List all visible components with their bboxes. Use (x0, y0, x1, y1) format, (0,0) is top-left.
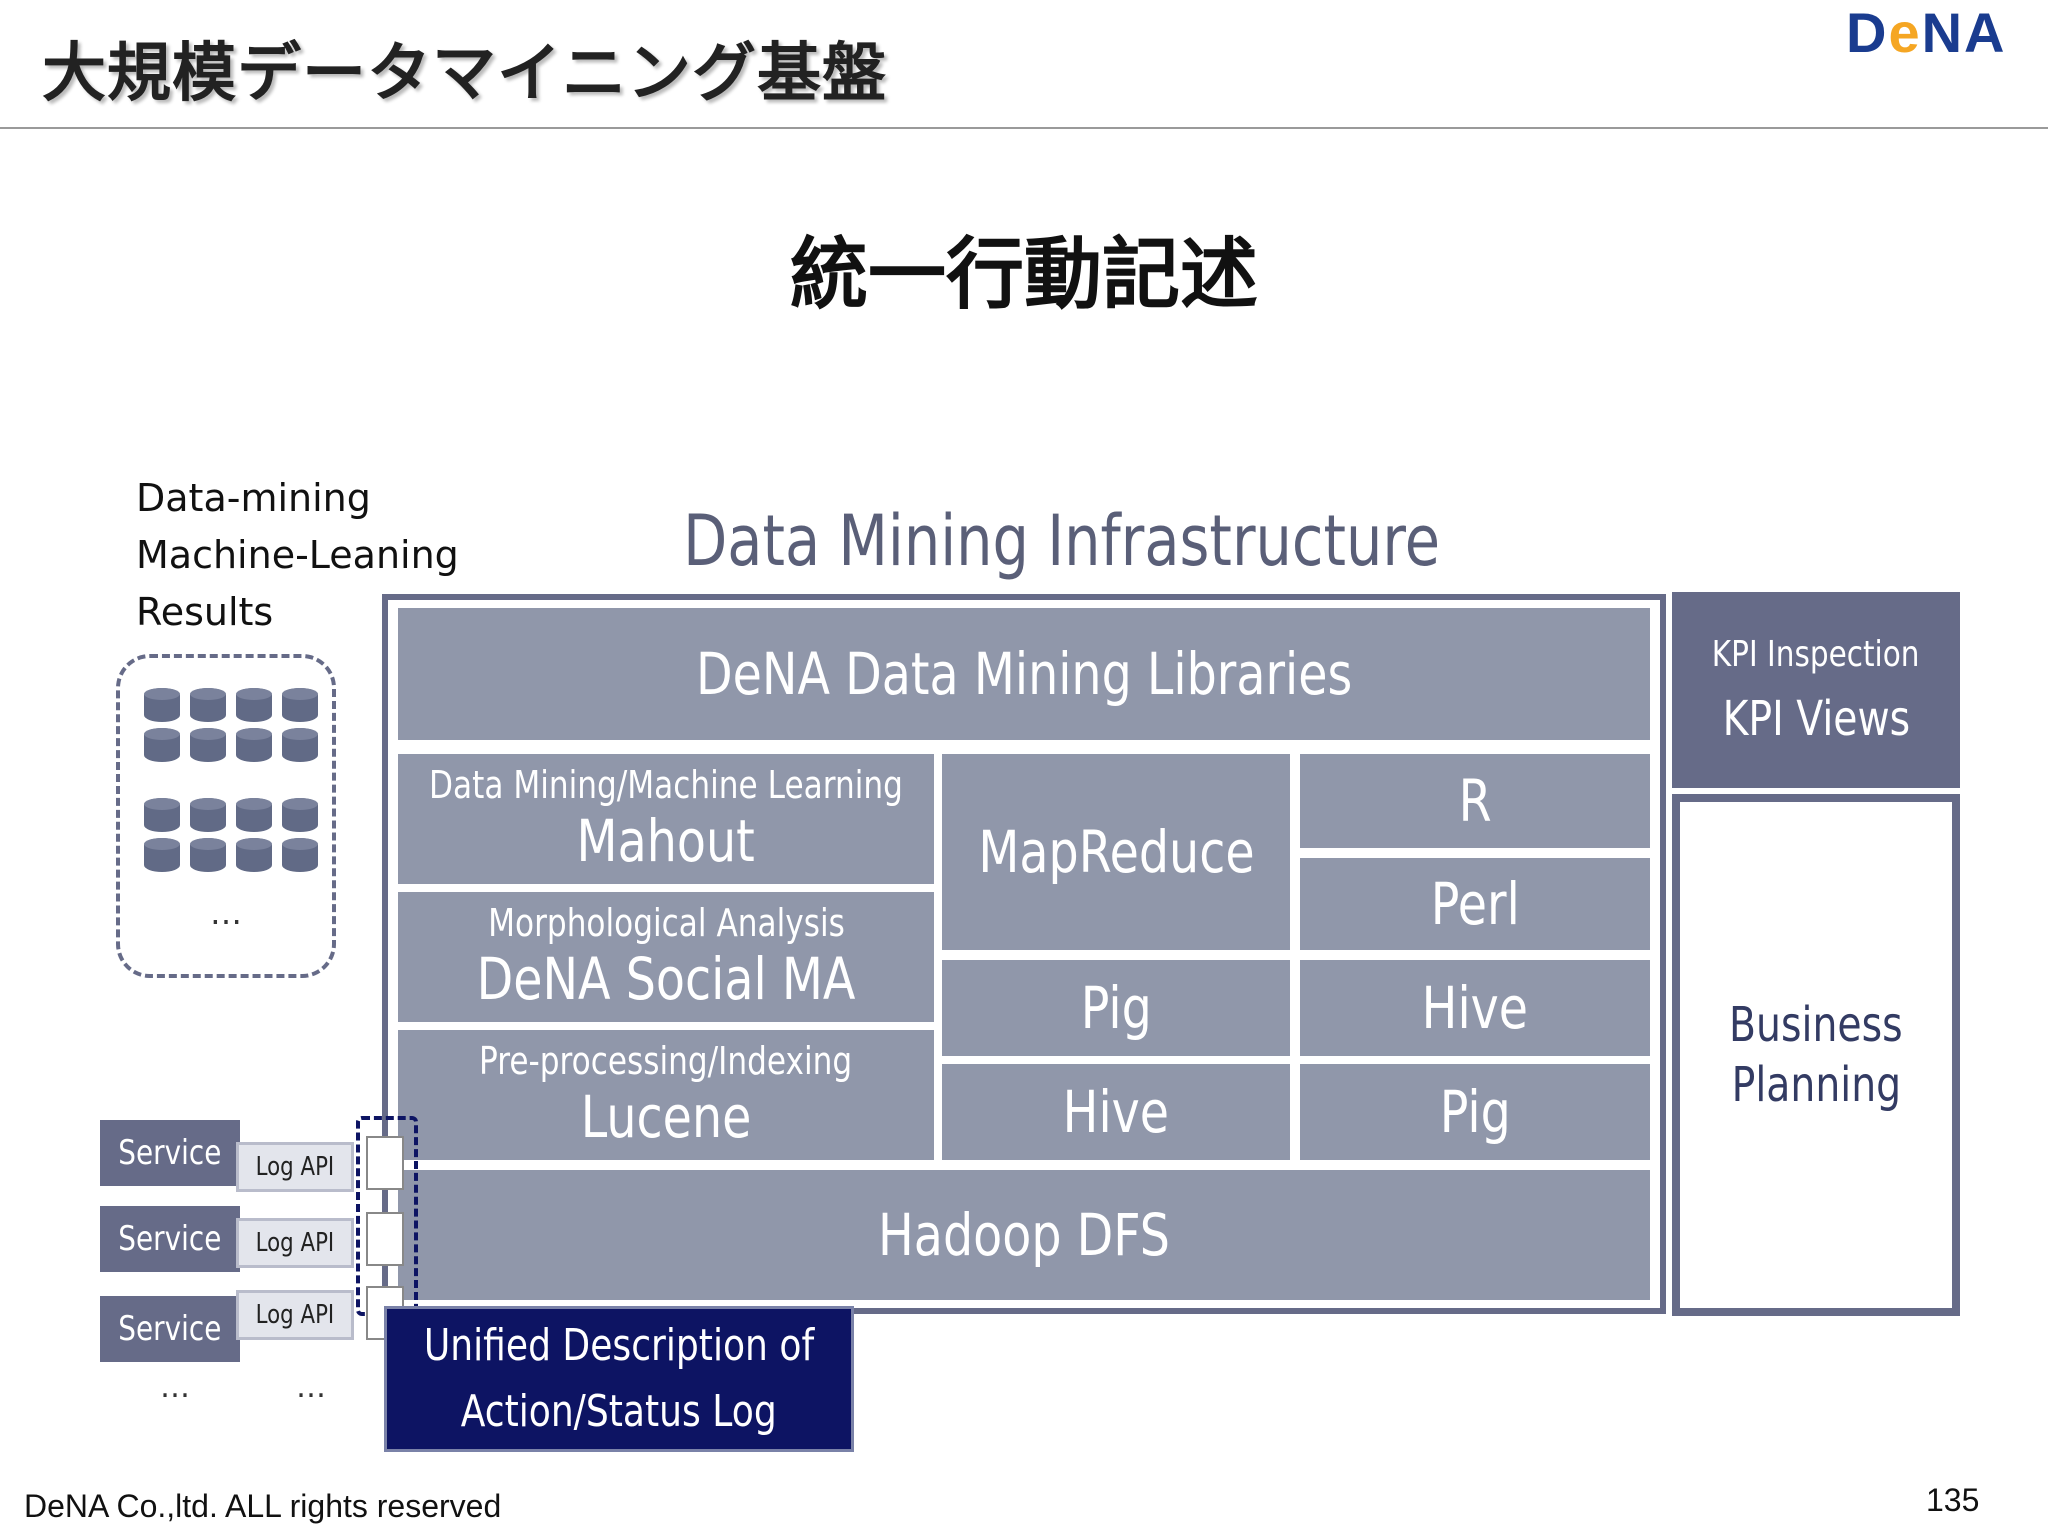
log-document-icon (366, 1136, 404, 1190)
block-dena-social-ma: Morphological Analysis DeNA Social MA (398, 892, 934, 1022)
services-ellipsis-2: … (296, 1370, 326, 1405)
log-document-icon (366, 1212, 404, 1266)
business-planning-line-1: Business (1729, 997, 1903, 1053)
block-mapreduce: MapReduce (942, 754, 1290, 950)
kpi-views-label: KPI Views (1722, 690, 1910, 747)
block-lucene: Pre-processing/Indexing Lucene (398, 1030, 934, 1160)
log-api-box: Log API (236, 1218, 354, 1268)
block-pig-right: Pig (1300, 1064, 1650, 1160)
unified-line-2: Action/Status Log (460, 1386, 778, 1437)
block-pig-middle: Pig (942, 960, 1290, 1056)
block-r: R (1300, 754, 1650, 848)
block-dena-data-mining-libraries: DeNA Data Mining Libraries (398, 608, 1650, 740)
ma-caption: Morphological Analysis (487, 900, 845, 945)
database-icon (282, 728, 318, 762)
page-number: 135 (1926, 1482, 1980, 1518)
log-api-box: Log API (236, 1142, 354, 1192)
dena-logo: DeNA (1846, 0, 2007, 65)
results-line-3: Results (136, 590, 274, 634)
service-box: Service (100, 1296, 240, 1362)
infrastructure-title: Data Mining Infrastructure (683, 500, 1441, 582)
results-storage: … (116, 654, 336, 978)
database-icon (144, 728, 180, 762)
dena-logo-text: DeNA (1846, 1, 2007, 64)
footer-copyright: DeNA Co.,ltd. ALL rights reserved (24, 1488, 502, 1524)
services-ellipsis-1: … (160, 1370, 190, 1405)
block-mahout: Data Mining/Machine Learning Mahout (398, 754, 934, 884)
business-planning-box: Business Planning (1672, 794, 1960, 1316)
database-icon (190, 838, 226, 872)
mahout-label: Mahout (576, 807, 756, 876)
results-ellipsis: … (210, 894, 242, 932)
database-icon (144, 798, 180, 832)
unified-description-box: Unified Description of Action/Status Log (384, 1306, 854, 1452)
block-hive-right: Hive (1300, 960, 1650, 1056)
database-icon (190, 798, 226, 832)
lucene-caption: Pre-processing/Indexing (479, 1038, 853, 1083)
database-icon (236, 688, 272, 722)
unified-line-1: Unified Description of (423, 1320, 815, 1371)
results-label: Data-mining Machine-Leaning Results (136, 470, 459, 641)
database-icon (236, 798, 272, 832)
block-hadoop-dfs: Hadoop DFS (398, 1170, 1650, 1300)
database-icon (236, 728, 272, 762)
results-line-2: Machine-Leaning (136, 533, 459, 577)
section-subtitle: 統一行動記述 (789, 230, 1258, 320)
business-planning-line-2: Planning (1731, 1057, 1901, 1113)
service-box: Service (100, 1206, 240, 1272)
results-line-1: Data-mining (136, 476, 371, 520)
lucene-label: Lucene (580, 1083, 752, 1152)
database-icon (190, 728, 226, 762)
ma-label: DeNA Social MA (476, 945, 856, 1014)
database-icon (282, 838, 318, 872)
header-divider (0, 127, 2048, 129)
block-perl: Perl (1300, 858, 1650, 950)
database-icon (282, 798, 318, 832)
kpi-views-box: KPI Inspection KPI Views (1672, 592, 1960, 788)
database-icon (236, 838, 272, 872)
log-api-box: Log API (236, 1290, 354, 1340)
database-icon (144, 838, 180, 872)
service-box: Service (100, 1120, 240, 1186)
database-icon (144, 688, 180, 722)
database-icon (190, 688, 226, 722)
kpi-inspection-label: KPI Inspection (1712, 634, 1920, 676)
block-hive-middle: Hive (942, 1064, 1290, 1160)
database-icon (282, 688, 318, 722)
slide-title: 大規模データマイニング基盤 (42, 37, 887, 111)
mahout-caption: Data Mining/Machine Learning (429, 762, 903, 807)
